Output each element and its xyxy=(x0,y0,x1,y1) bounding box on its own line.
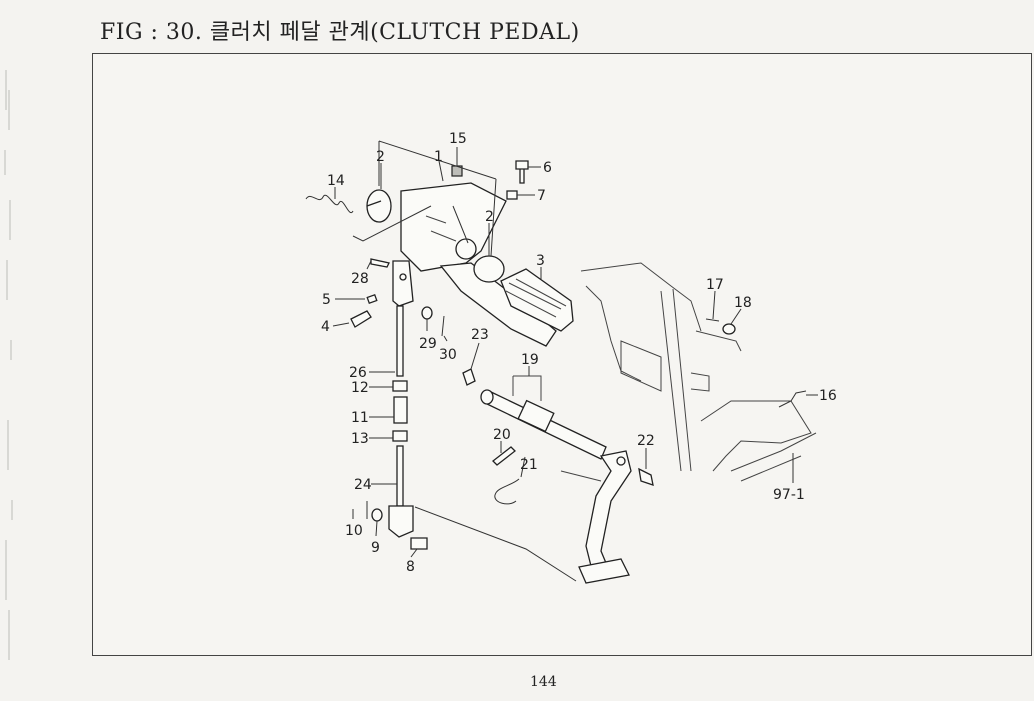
callout-15: 15 xyxy=(449,131,467,147)
nut-part-12 xyxy=(392,380,408,392)
scan-margin-noise xyxy=(0,0,28,697)
clevis-part-28 xyxy=(370,258,414,307)
callout-1: 1 xyxy=(434,149,443,165)
callout-22: 22 xyxy=(637,433,655,449)
rod-part-26 xyxy=(396,305,404,377)
callout-21: 21 xyxy=(520,457,538,473)
rod-part-24 xyxy=(396,445,404,507)
callout-28: 28 xyxy=(351,271,369,287)
callout-23: 23 xyxy=(471,327,489,343)
spring-part-14 xyxy=(305,194,354,214)
adjuster-part-11 xyxy=(393,396,408,424)
clevis-part-9 xyxy=(371,505,414,538)
callout-10: 10 xyxy=(345,523,363,539)
figure-title: FIG : 30. 클러치 페달 관계(CLUTCH PEDAL) xyxy=(100,20,580,45)
bushing-part-2 xyxy=(366,189,505,283)
pin-part-30 xyxy=(441,315,445,337)
callout-2-upper: 2 xyxy=(376,149,385,165)
washer-part-18 xyxy=(722,323,736,335)
pin-part-8 xyxy=(410,537,428,550)
callout-17: 17 xyxy=(706,277,724,293)
callout-30: 30 xyxy=(439,347,457,363)
callout-18: 18 xyxy=(734,295,752,311)
leader-lines xyxy=(332,147,818,558)
callout-12: 12 xyxy=(351,380,369,396)
callout-97-1: 97-1 xyxy=(773,487,805,503)
diagram-frame: 15 1 2 2 6 7 3 14 28 5 4 29 30 26 12 11 … xyxy=(92,53,1032,656)
pedal-pad-part-3 xyxy=(500,268,574,332)
callout-19: 19 xyxy=(521,352,539,368)
callout-20: 20 xyxy=(493,427,511,443)
pin-part-20 xyxy=(492,446,516,466)
rod-part-16 xyxy=(778,390,807,408)
callout-labels: 15 1 2 2 6 7 3 14 28 5 4 29 30 26 12 11 … xyxy=(321,131,837,575)
callout-14: 14 xyxy=(327,173,345,189)
callout-7: 7 xyxy=(537,188,546,204)
bolt-part-6 xyxy=(515,160,529,184)
split-pin-part-17 xyxy=(705,318,720,322)
washer-part-29 xyxy=(421,306,433,320)
pin-part-5 xyxy=(366,293,378,305)
page-number: 144 xyxy=(530,674,557,690)
callout-24: 24 xyxy=(354,477,372,493)
spring-pin-part-21 xyxy=(494,478,520,505)
exploded-parts-diagram: 15 1 2 2 6 7 3 14 28 5 4 29 30 26 12 11 … xyxy=(305,131,837,584)
bolt-part-22 xyxy=(638,467,654,486)
pedal-arm xyxy=(578,450,632,584)
callout-5: 5 xyxy=(322,292,331,308)
callout-16: 16 xyxy=(819,388,837,404)
callout-3: 3 xyxy=(536,253,545,269)
callout-8: 8 xyxy=(406,559,415,575)
callout-4: 4 xyxy=(321,319,330,335)
bolt-part-4 xyxy=(350,310,372,328)
nut-part-7 xyxy=(506,190,518,200)
callout-29: 29 xyxy=(419,336,437,352)
frame-structure xyxy=(560,262,817,482)
callout-13: 13 xyxy=(351,431,369,447)
grease-nipple-part-23 xyxy=(462,368,476,386)
shaft-part-19 xyxy=(480,375,607,460)
callout-11: 11 xyxy=(351,410,369,426)
callout-6: 6 xyxy=(543,160,552,176)
callout-2-lower: 2 xyxy=(485,209,494,225)
callout-26: 26 xyxy=(349,365,367,381)
nut-part-13 xyxy=(392,430,408,442)
callout-9: 9 xyxy=(371,540,380,556)
